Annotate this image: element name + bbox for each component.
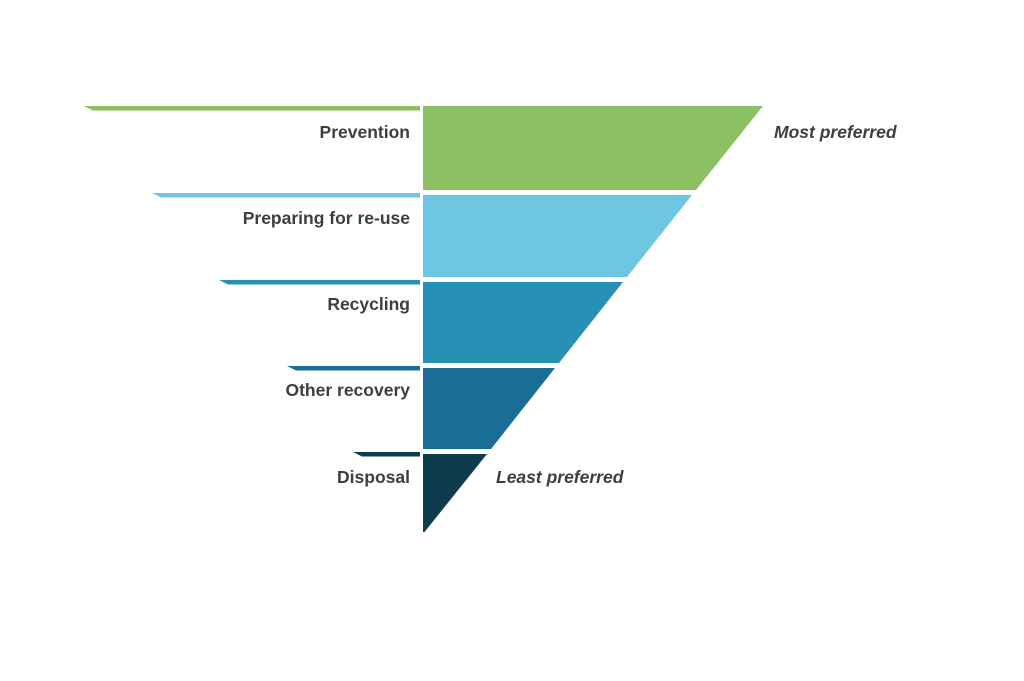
annotation-most-preferred: Most preferred [774,122,897,142]
funnel-band-prevention [423,106,763,190]
funnel-band-other-recovery [423,368,555,449]
level-label-prevention: Prevention [319,122,410,142]
funnel-band-preparing-for-re-use [423,195,692,277]
level-label-other-recovery: Other recovery [285,380,410,400]
funnel-band-disposal [423,454,487,532]
leader-line-other-recovery [287,366,420,371]
leader-line-preparing-for-re-use [152,193,420,198]
level-label-preparing-for-re-use: Preparing for re-use [242,208,410,228]
leader-line-prevention [84,106,420,111]
annotation-least-preferred: Least preferred [496,467,624,487]
funnel-band-recycling [423,282,623,363]
leader-line-disposal [353,452,420,457]
level-label-disposal: Disposal [337,467,410,487]
level-label-recycling: Recycling [327,294,410,314]
leader-line-recycling [219,280,420,285]
